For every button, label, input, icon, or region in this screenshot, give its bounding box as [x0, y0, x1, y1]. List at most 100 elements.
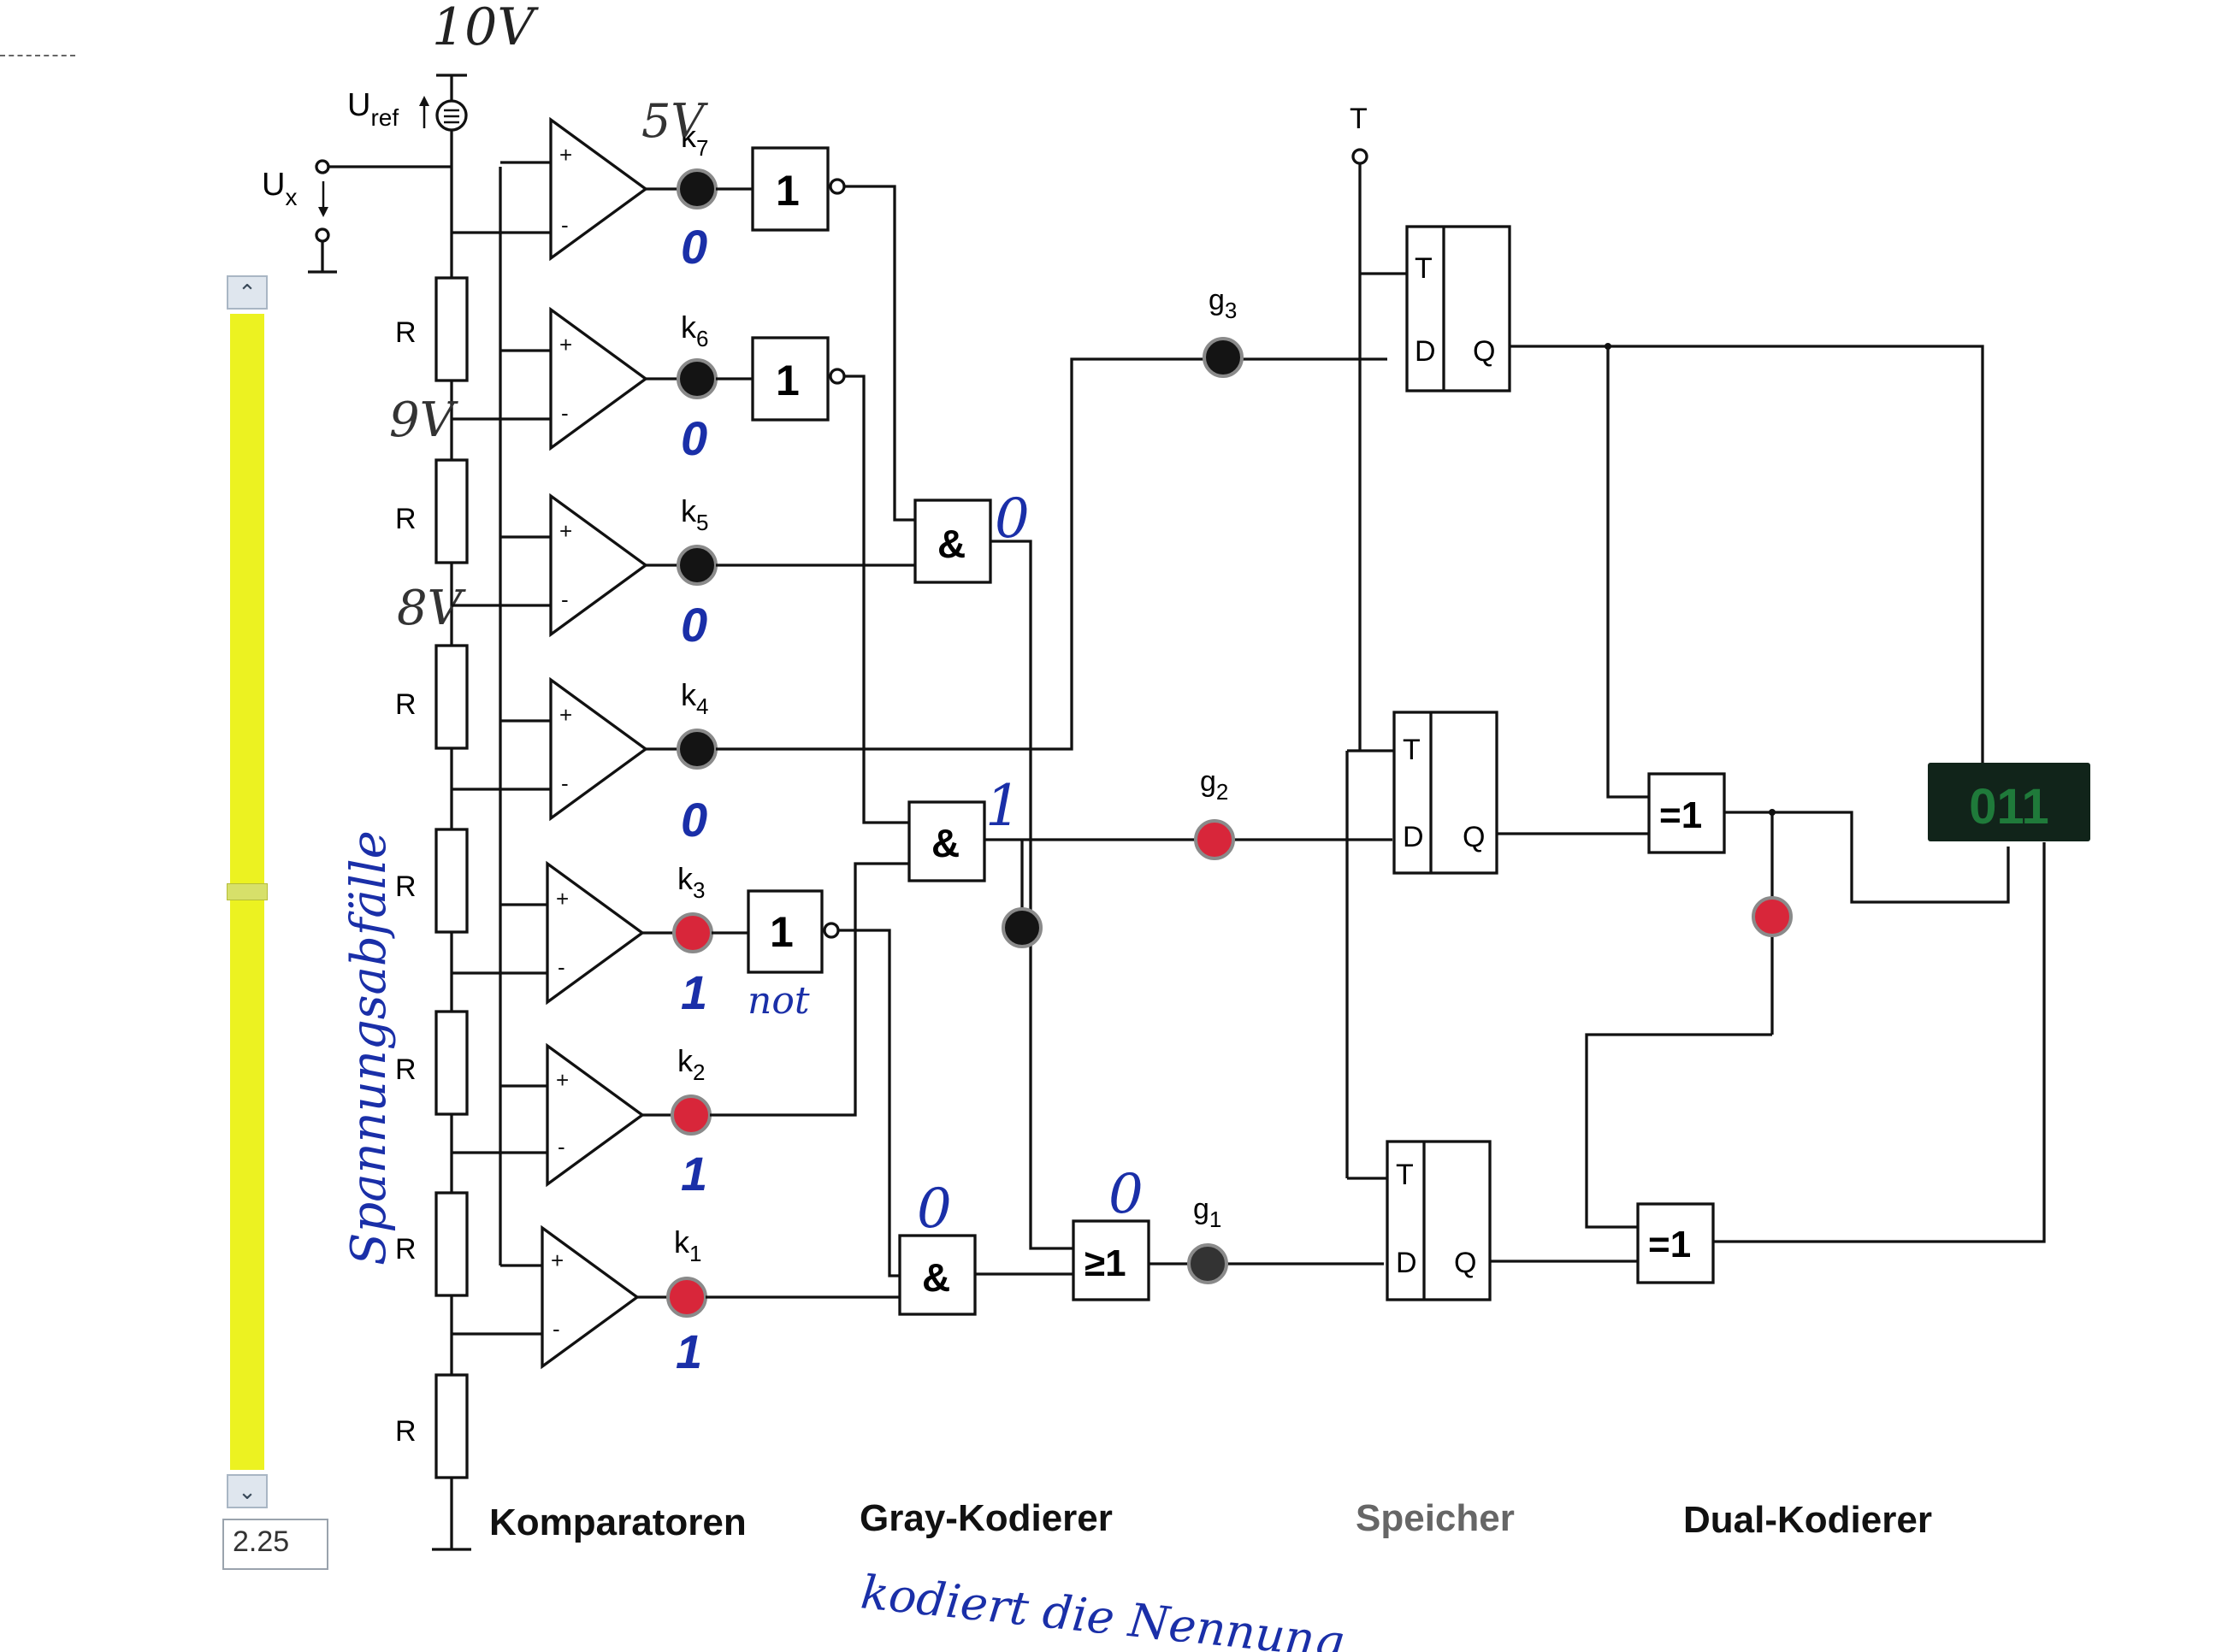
comparator-label: k1 — [674, 1224, 701, 1266]
not-note: not — [748, 979, 810, 1023]
resistor-ladder: Uref 10V Ux R R R R R R R 9V 8V — [262, 0, 539, 1551]
svg-text:-: - — [558, 1134, 565, 1159]
led-k1 — [666, 1277, 707, 1318]
display-value: 011 — [1969, 779, 2049, 835]
xor-gate-bottom — [1636, 1202, 1715, 1284]
ux-label: Ux — [262, 167, 297, 210]
ff-d-label: D — [1396, 1247, 1417, 1279]
led-g1 — [1187, 1243, 1228, 1284]
led-dual-node — [1752, 896, 1793, 937]
gray-hand-note: kodiert die Nennung — [859, 1565, 1347, 1652]
svg-text:-: - — [553, 1316, 560, 1342]
section-title-memory: Speicher — [1356, 1497, 1515, 1539]
hand-voltage-5v: 5V — [641, 94, 708, 148]
comparator-value: 0 — [681, 793, 707, 847]
comparator-value: 0 — [681, 411, 707, 465]
led-k6 — [677, 358, 718, 399]
and-gate-label: & — [931, 821, 960, 865]
comparator-label: k4 — [681, 677, 708, 719]
comparator-value: 1 — [676, 1325, 702, 1378]
resistor-label: R — [395, 1415, 417, 1448]
flipflop-middle — [1392, 711, 1498, 875]
comparators: +- +- +- +- +- +- +- k7 k6 k5 k4 k3 k2 k… — [452, 94, 718, 1378]
gray-output-label: g3 — [1209, 284, 1237, 323]
comparator-k6 — [549, 306, 648, 451]
comparator-k3 — [546, 860, 645, 1006]
svg-text:-: - — [558, 954, 565, 980]
clock-input[interactable] — [1351, 148, 1368, 165]
ff-q-label: Q — [1463, 821, 1485, 853]
voltage-input[interactable]: 2.25 — [222, 1519, 328, 1570]
svg-text:+: + — [559, 702, 572, 728]
svg-text:+: + — [551, 1248, 564, 1273]
dual-encoder: =1 =1 011 — [1490, 343, 2090, 1284]
svg-text:-: - — [561, 400, 569, 426]
led-k7 — [677, 168, 718, 209]
led-k5 — [677, 545, 718, 586]
not-gate-label: 1 — [776, 167, 800, 215]
resistor-label: R — [395, 1233, 417, 1266]
xor-gate-label: =1 — [1648, 1224, 1691, 1266]
section-title-comparators: Komparatoren — [489, 1502, 747, 1543]
not-gate-k3 — [747, 889, 824, 974]
and-gate-label: & — [922, 1255, 950, 1300]
or-gate — [1072, 1219, 1150, 1301]
flipflop-top — [1405, 225, 1511, 392]
svg-text:+: + — [556, 1067, 569, 1093]
uref-label: Uref — [347, 87, 399, 131]
resistor-label: R — [395, 688, 417, 721]
chevron-down-icon: ⌄ — [238, 1478, 257, 1504]
chevron-up-icon: ⌃ — [238, 279, 257, 305]
section-title-dual: Dual-Kodierer — [1683, 1499, 1932, 1541]
svg-text:-: - — [561, 770, 569, 796]
ff-t-label: T — [1403, 734, 1421, 766]
binary-display — [1928, 763, 2090, 841]
slider-up-button[interactable]: ⌃ — [227, 275, 268, 310]
or-value: 0 — [1108, 1163, 1144, 1226]
slider-down-button[interactable]: ⌄ — [227, 1474, 268, 1508]
clock-label: T — [1350, 103, 1368, 135]
and-bot-value: 0 — [917, 1177, 952, 1241]
memory: T T D Q T D Q T D Q — [1345, 103, 1511, 1301]
svg-text:+: + — [559, 142, 572, 168]
gray-output-label: g2 — [1200, 765, 1228, 805]
not-gate-k6 — [751, 336, 830, 422]
and-mid-value: 1 — [985, 773, 1021, 839]
and-gate-top — [913, 499, 992, 584]
not-gate-k7 — [751, 146, 830, 232]
svg-text:-: - — [561, 212, 569, 238]
resistor-r1 — [434, 276, 469, 382]
comparator-label: k2 — [677, 1043, 705, 1085]
ff-q-label: Q — [1454, 1247, 1476, 1279]
resistor-r3 — [434, 644, 469, 750]
top-voltage-note: 10V — [432, 0, 539, 57]
led-k4 — [677, 729, 718, 770]
and-gate-middle — [907, 800, 986, 882]
comparator-k5 — [549, 493, 648, 638]
svg-text:-: - — [561, 587, 569, 612]
ff-d-label: D — [1403, 821, 1424, 853]
resistor-r7 — [434, 1373, 469, 1479]
not-gate-label: 1 — [776, 357, 800, 404]
slider-thumb[interactable] — [227, 883, 268, 900]
section-title-gray: Gray-Kodierer — [860, 1497, 1113, 1539]
slider-hand-note: Spannungsabfälle — [341, 830, 397, 1266]
led-g2 — [1194, 819, 1235, 860]
led-k2 — [671, 1094, 712, 1136]
comparator-value: 1 — [681, 1147, 707, 1201]
or-gate-label: ≥1 — [1084, 1242, 1126, 1284]
resistor-r2 — [434, 458, 469, 564]
margin-dashed-line — [0, 55, 75, 56]
resistor-r4 — [434, 828, 469, 934]
led-g3 — [1203, 337, 1244, 378]
voltage-slider[interactable]: ⌃ ⌄ — [227, 275, 268, 1508]
not-gate-label: 1 — [770, 908, 794, 956]
svg-text:+: + — [559, 518, 572, 544]
ff-d-label: D — [1415, 335, 1436, 368]
flipflop-bottom — [1386, 1140, 1492, 1301]
xor-gate-top — [1647, 772, 1726, 854]
comparator-k7 — [549, 116, 648, 262]
comparator-k4 — [549, 676, 648, 822]
hand-voltage-9v: 9V — [389, 392, 459, 448]
